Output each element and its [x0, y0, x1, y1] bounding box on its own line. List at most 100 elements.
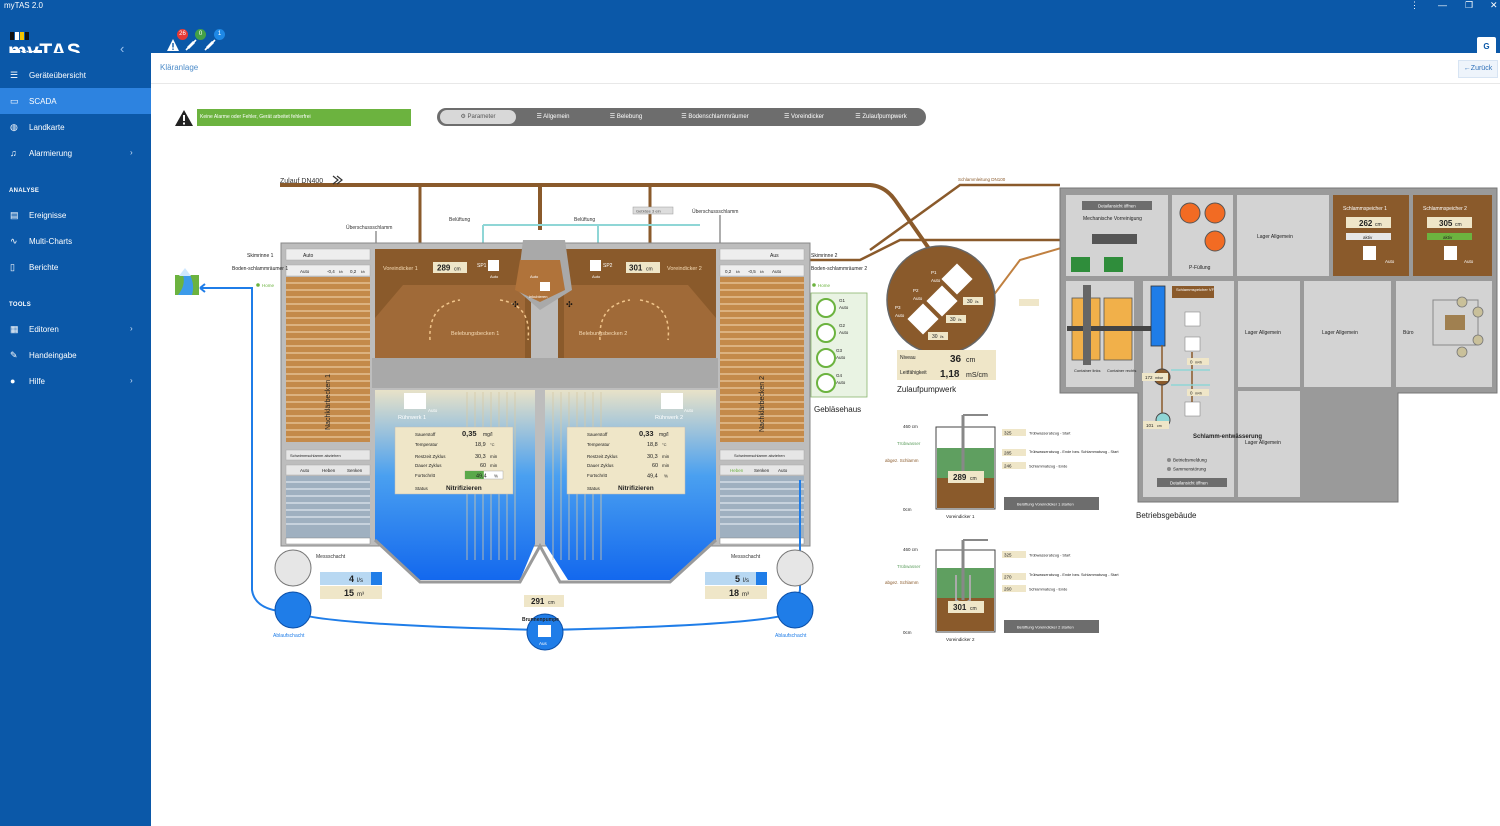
sp2-pump-icon[interactable] [590, 260, 601, 271]
heben1-control[interactable] [285, 464, 371, 476]
skim2-control[interactable] [719, 248, 805, 261]
skim1-mode: Auto [303, 253, 314, 259]
sidebar-item-hilfe[interactable]: ● Hilfe › [0, 368, 151, 394]
heben2-control[interactable] [719, 464, 805, 476]
betriebsgebaeude-label: Betriebsgebäude [1136, 511, 1197, 520]
p1-restzeit-unit: min [490, 454, 498, 459]
pump-p1-icon[interactable] [941, 263, 973, 295]
sp2-mixer-icon[interactable] [1444, 246, 1457, 260]
g4-label: G4 [836, 373, 843, 378]
entw-detail-button[interactable] [1157, 478, 1227, 487]
vf-filter-icon[interactable] [1184, 311, 1201, 327]
brunnenpumpe-state: Aus [539, 641, 548, 646]
sidebar-item-geraeteuebersicht[interactable]: ☰ Geräteübersicht [0, 62, 151, 88]
boden2-value-b: -0,5 [748, 269, 756, 274]
ve1-mark3-text: Schlammabzug - Ende [1029, 465, 1067, 469]
sidebar-item-multi-charts[interactable]: ∿ Multi-Charts [0, 228, 151, 254]
window-maximize-icon[interactable]: ❐ [1465, 0, 1474, 10]
tab-bar: ⚙ Parameter ☰ Allgemein ☰ Belebung ☰ Bod… [437, 108, 926, 126]
ablaufschacht1 [274, 591, 312, 629]
sidebar-item-berichte[interactable]: ▯ Berichte [0, 254, 151, 280]
back-button[interactable]: ←Zurück [1458, 60, 1498, 78]
geblaese-g3-icon[interactable] [816, 348, 836, 368]
sidebar-item-label: Landkarte [29, 123, 65, 132]
ve2-start-button[interactable] [1004, 620, 1099, 633]
sidebar-item-label: Hilfe [29, 377, 46, 386]
user-avatar[interactable]: G [1477, 37, 1496, 56]
tab-bodenschlammraeumer[interactable]: ☰ Bodenschlammräumer [663, 110, 767, 124]
p2-status-label: Status [587, 486, 601, 491]
sidebar-item-editoren[interactable]: ▦ Editoren › [0, 316, 151, 342]
p2-mode: Auto [913, 296, 923, 301]
sidebar-item-label: Berichte [29, 263, 59, 272]
ve1-start-button[interactable] [1004, 497, 1099, 510]
vol2-unit: m³ [742, 592, 749, 598]
geblaese-g1-icon[interactable] [816, 298, 836, 318]
messschacht1-label: Messschacht [316, 554, 346, 560]
ruehrwerk2-icon[interactable] [661, 393, 683, 409]
chevron-right-icon: › [130, 148, 133, 157]
p3-flow: 30 [932, 334, 938, 340]
boden1-unit-b: kh [361, 270, 365, 274]
alarm-green-icon[interactable]: 0 [184, 29, 206, 54]
boden1-label: Boden-schlammräumer 1 [232, 266, 288, 272]
p1-sauerstoff-label: Sauerstoff [415, 432, 436, 437]
list-icon: ☰ [536, 114, 544, 120]
tab-voreindicker[interactable]: ☰ Voreindicker [768, 110, 840, 124]
entw-level-unit: cm [1157, 424, 1162, 428]
tab-label: Bodenschlammräumer [688, 114, 749, 120]
boden1-control[interactable] [285, 264, 371, 277]
schwimm1-button[interactable] [285, 449, 371, 461]
schwimm2-button[interactable] [719, 449, 805, 461]
p2-sauerstoff-label: Sauerstoff [587, 432, 608, 437]
skim1-control[interactable] [285, 248, 371, 261]
tab-label: Parameter [467, 114, 496, 120]
boden2-control[interactable] [719, 264, 805, 277]
window-close-icon[interactable]: ✕ [1490, 0, 1498, 10]
stoerung-label: Sammenstörung [1173, 467, 1207, 472]
tab-zulaufpumpwerk[interactable]: ☰ Zulaufpumpwerk [841, 110, 921, 124]
skimrinne2-label: Skimrinne 2 [811, 253, 838, 259]
boden1-unit-a: kh [339, 270, 343, 274]
center-valve-icon[interactable] [540, 282, 550, 291]
tab-belebung[interactable]: ☰ Belebung [590, 110, 662, 124]
tab-parameter[interactable]: ⚙ Parameter [440, 110, 516, 124]
sidebar-item-scada[interactable]: ▭ SCADA [0, 88, 151, 114]
alarm-red-count: 26 [177, 29, 188, 40]
ueberschuss2-label: Überschussschlamm [692, 208, 738, 215]
boden2-unit-a: kh [736, 270, 740, 274]
rw2-mode: Auto [684, 408, 694, 413]
vf-pump-icon[interactable] [1184, 336, 1201, 352]
window-minimize-icon[interactable]: — [1438, 0, 1447, 10]
alarm-blue-icon[interactable]: 1 [203, 29, 225, 54]
geblaese-g2-icon[interactable] [816, 323, 836, 343]
lager4-label: Lager Allgemein [1245, 440, 1281, 446]
heben2-mode: Auto [778, 468, 788, 473]
sidebar-item-alarmierung[interactable]: ♫ Alarmierung › [0, 140, 151, 166]
collapse-sidebar-icon[interactable]: ‹ [120, 41, 125, 56]
sidebar-item-handeingabe[interactable]: ✎ Handeingabe [0, 342, 151, 368]
sp1-pump-icon[interactable] [488, 260, 499, 271]
geblaese-g4-icon[interactable] [816, 373, 836, 393]
breadcrumb[interactable]: Kläranlage [160, 63, 199, 72]
window-menu-icon[interactable]: ⋮ [1410, 0, 1419, 10]
ablaufschacht1-label: Ablaufschacht [273, 633, 305, 639]
schlammleitung-label: Schlammleitung DN100 [958, 177, 1006, 182]
sidebar-item-landkarte[interactable]: ◍ Landkarte [0, 114, 151, 140]
ve2-label: Voreindicker 2 [667, 266, 702, 272]
sp1-mixer-icon[interactable] [1363, 246, 1376, 260]
pump-p2-icon[interactable] [926, 285, 958, 317]
pump-p3-icon[interactable] [907, 303, 939, 335]
alarm-red-icon[interactable]: 26 [166, 29, 188, 54]
vf-pump2-icon[interactable] [1184, 401, 1201, 417]
flow1-value: 4 [349, 574, 354, 584]
mech-detail-button[interactable] [1082, 201, 1152, 210]
nk2-label: Nachklärbecken 2 [759, 376, 766, 432]
tab-allgemein[interactable]: ☰ Allgemein [517, 110, 589, 124]
brunnenpumpe-icon[interactable] [538, 625, 551, 637]
sidebar-item-ereignisse[interactable]: ▤ Ereignisse [0, 202, 151, 228]
ruehrwerk1-icon[interactable] [404, 393, 426, 409]
buero-label: Büro [1403, 330, 1414, 336]
sp1-building-state: aktiv [1363, 235, 1373, 240]
